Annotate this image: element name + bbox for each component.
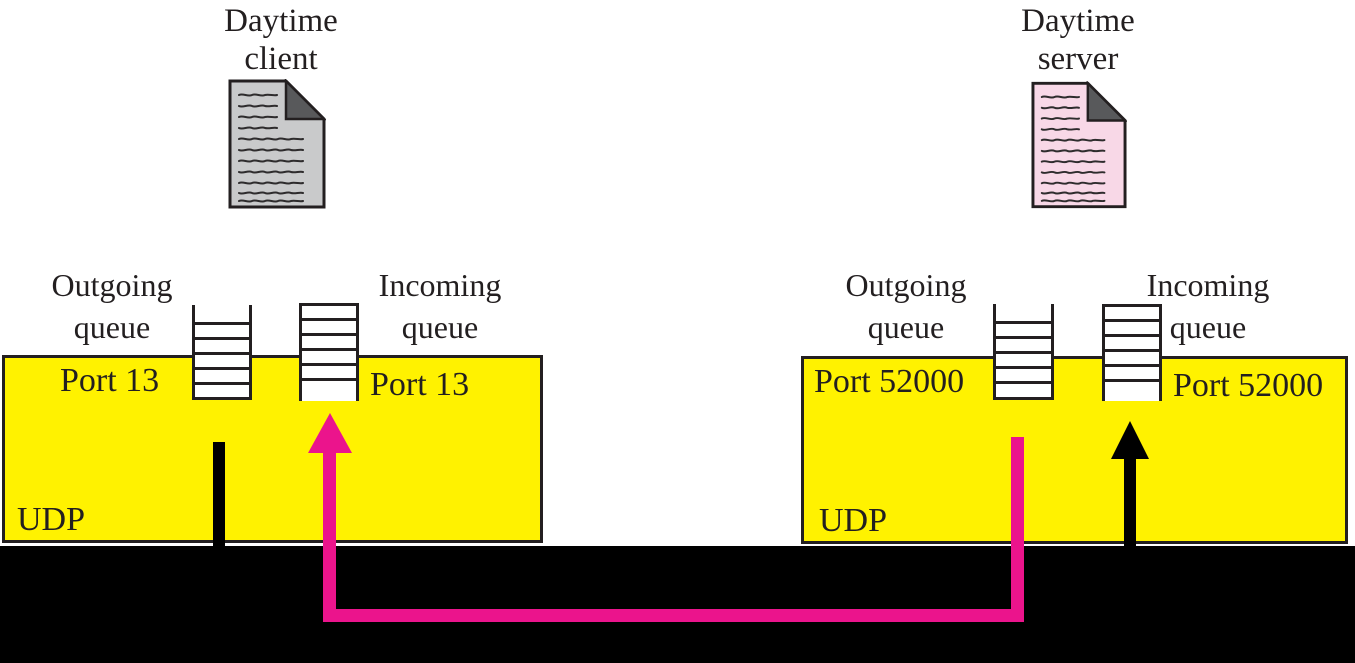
response-line-server [1011, 437, 1024, 622]
client-outgoing-queue-icon [192, 305, 252, 400]
folded-corner [284, 79, 326, 121]
request-line-server [1124, 456, 1136, 546]
client-title-line1: Daytime [224, 3, 338, 39]
server-outgoing-queue-icon [993, 304, 1054, 400]
label-line: Incoming [1146, 267, 1270, 303]
folded-corner [1086, 81, 1127, 122]
document-icon [1031, 81, 1127, 209]
request-line-client [213, 442, 225, 546]
label-line: queue [73, 309, 151, 345]
client-port-incoming-label: Port 13 [370, 366, 470, 403]
client-protocol-label: UDP [17, 501, 86, 538]
server-port-incoming-label: Port 52000 [1173, 367, 1324, 404]
label-line: queue [867, 309, 945, 345]
server-title: Daytime server [928, 2, 1228, 78]
server-udp-box: Port 52000 Port 52000 UDP [801, 356, 1348, 544]
server-title-line2: server [1037, 41, 1119, 77]
server-outgoing-queue-label: Outgoing queue [806, 264, 1006, 348]
response-line-horizontal [323, 609, 1024, 622]
server-incoming-queue-label: Incoming queue [1108, 264, 1308, 348]
client-title-line2: client [244, 41, 318, 77]
response-line-client [323, 450, 336, 622]
document-icon [228, 79, 326, 209]
label-line: queue [1169, 309, 1247, 345]
label-line: Outgoing [51, 267, 173, 303]
client-incoming-queue-label: Incoming queue [340, 264, 540, 348]
server-port-outgoing-label: Port 52000 [814, 363, 965, 400]
network-bar [0, 546, 1355, 663]
client-title: Daytime client [131, 2, 431, 78]
server-protocol-label: UDP [819, 502, 888, 539]
server-title-line1: Daytime [1021, 3, 1135, 39]
client-outgoing-queue-label: Outgoing queue [12, 264, 212, 348]
label-line: Outgoing [845, 267, 967, 303]
label-line: queue [401, 309, 479, 345]
client-port-outgoing-label: Port 13 [60, 362, 160, 399]
client-udp-box: Port 13 Port 13 UDP [2, 355, 543, 543]
client-incoming-queue-icon [299, 303, 359, 401]
label-line: Incoming [378, 267, 502, 303]
request-arrowhead-icon [1111, 421, 1149, 459]
server-incoming-queue-icon [1102, 304, 1162, 401]
response-arrowhead-icon [308, 413, 352, 453]
